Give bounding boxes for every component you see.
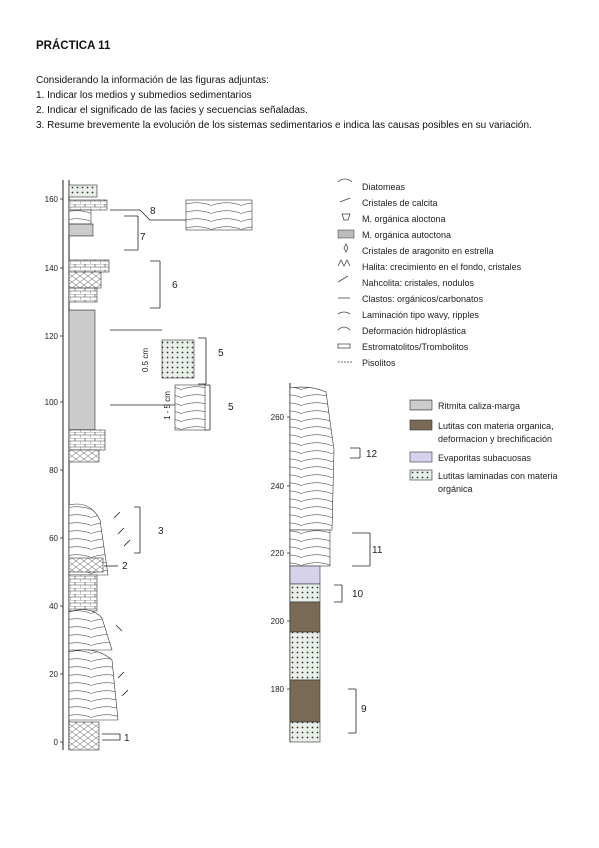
legend-lutitas-mo-2: deformacion y brechificación <box>438 434 552 444</box>
legend-clastos: Clastos: orgánicos/carbonatos <box>362 294 484 304</box>
hydroplastic-deformation-icon <box>337 326 351 331</box>
legend-nahcolita: Nahcolita: cristales, nodulos <box>362 278 475 288</box>
tick-200: 200 <box>271 617 285 626</box>
sequence-11: 11 <box>372 545 383 556</box>
tick-120: 120 <box>45 332 59 341</box>
stromatolite-icon <box>337 343 351 349</box>
tick-100: 100 <box>45 398 59 407</box>
nahcolite-icon <box>337 275 349 283</box>
legend-calcita: Cristales de calcita <box>362 198 438 208</box>
legend-halita: Halita: crecimiento en el fondo, cristal… <box>362 262 522 272</box>
right-sequence-labels: 9 10 11 12 <box>352 449 383 715</box>
legend-lutitas-laminadas-2: orgánica <box>438 484 473 494</box>
sequence-8: 8 <box>150 206 156 217</box>
sequence-5a: 5 <box>218 348 224 359</box>
legend-diatomeas: Diatomeas <box>362 182 406 192</box>
left-column: 160 140 120 100 80 60 40 20 0 <box>45 180 253 751</box>
tick-140: 140 <box>45 264 59 273</box>
tick-260: 260 <box>271 413 285 422</box>
legend-evaporitas: Evaporitas subacuosas <box>438 453 532 463</box>
tick-40: 40 <box>49 602 58 611</box>
sequence-2: 2 <box>122 561 128 572</box>
calcite-icon <box>339 197 351 203</box>
legend-deformacion: Deformación hidroplástica <box>362 326 466 336</box>
sequence-1: 1 <box>124 733 130 744</box>
aragonite-star-icon <box>343 243 349 253</box>
wavy-lamination-icon <box>337 311 351 315</box>
sequence-9: 9 <box>361 704 367 715</box>
facies-legend: Ritmita caliza-marga Lutitas con materia… <box>409 399 558 494</box>
diatom-icon <box>337 178 353 183</box>
sequence-6: 6 <box>172 280 178 291</box>
halite-icon <box>337 259 351 267</box>
legend-mo-aloctona: M. orgánica aloctona <box>362 214 446 224</box>
legend-pisolitos: Pisolitos <box>362 358 396 368</box>
legend-ritmita: Ritmita caliza-marga <box>438 401 520 411</box>
scale-note-05: 0.5 cm <box>141 348 150 372</box>
tick-20: 20 <box>49 670 58 679</box>
tick-220: 220 <box>271 549 285 558</box>
right-axis-ticks: 260 240 220 200 180 <box>271 413 290 694</box>
question-1: 1. Indicar los medios y submedios sedime… <box>36 90 252 101</box>
left-axis-ticks: 160 140 120 100 80 60 40 20 0 <box>45 195 63 747</box>
question-2: 2. Indicar el significado de las facies … <box>36 105 308 116</box>
tick-0: 0 <box>54 738 59 747</box>
left-sequence-labels: 1 2 3 5 5 6 7 8 0.5 cm 1 - 5 cm <box>122 206 234 744</box>
sequence-3: 3 <box>158 526 164 537</box>
question-3: 3. Resume brevemente la evolución de los… <box>36 120 532 131</box>
symbol-legend: Diatomeas Cristales de calcita M. orgáni… <box>337 178 522 368</box>
tick-80: 80 <box>49 466 58 475</box>
legend-lutitas-mo-1: Lutitas con materia organica, <box>438 421 554 431</box>
legend-aragonito: Cristales de aragonito en estrella <box>362 246 494 256</box>
legend-estromatolitos: Estromatolitos/Trombolitos <box>362 342 469 352</box>
right-column: 260 240 220 200 180 9 10 11 12 <box>271 383 383 743</box>
legend-laminacion: Laminación tipo wavy, ripples <box>362 310 479 320</box>
sequence-10: 10 <box>352 589 364 600</box>
instructions: Considerando la información de las figur… <box>36 73 566 133</box>
organic-allochthonous-icon <box>341 213 351 221</box>
tick-160: 160 <box>45 195 59 204</box>
tick-60: 60 <box>49 534 58 543</box>
sequence-5b: 5 <box>228 402 234 413</box>
legend-lutitas-laminadas-1: Lutitas laminadas con materia <box>438 471 558 481</box>
sequence-7: 7 <box>140 232 146 243</box>
scale-note-15: 1 - 5 cm <box>163 391 172 420</box>
legend-mo-autoctona: M. orgánica autoctona <box>362 230 451 240</box>
tick-180: 180 <box>271 685 285 694</box>
intro-text: Considerando la información de las figur… <box>36 75 269 86</box>
sequence-12: 12 <box>366 449 378 460</box>
page-title: PRÁCTICA 11 <box>36 40 111 52</box>
tick-240: 240 <box>271 482 285 491</box>
